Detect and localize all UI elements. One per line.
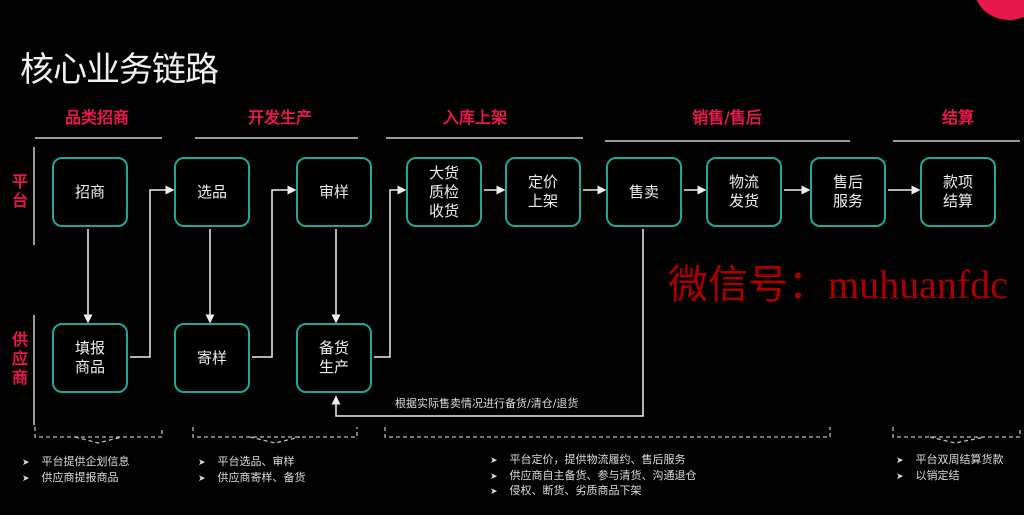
node-product-selection: 选品 [174,157,250,227]
bullet-item: 供应商自主备货、参与清货、沟通退仓 [490,469,697,485]
bullet-item: 平台提供企划信息 [22,455,130,471]
node-submit-products: 填报 商品 [52,323,128,393]
phase-sales: 销售/售后 [692,108,762,127]
bullets-recruitment: 平台提供企划信息 供应商提报商品 [22,455,130,486]
node-stock-production: 备货 生产 [296,323,372,393]
node-quality-inspection: 大货 质检 收货 [406,157,482,227]
role-platform: 平台 [11,172,28,210]
node-logistics: 物流 发货 [706,157,782,227]
watermark: 微信号：muhuanfdc [668,262,1008,307]
bullet-item: 供应商寄样、备货 [198,471,306,487]
bullet-item: 平台选品、审样 [198,455,306,471]
feedback-note: 根据实际售卖情况进行备货/清仓/退货 [395,397,579,410]
bullet-item: 侵权、断货、劣质商品下架 [490,484,697,500]
node-settlement: 款项 结算 [920,157,996,227]
slide-title: 核心业务链路 [20,50,219,90]
bullets-sales: 平台定价，提供物流履约、售后服务 供应商自主备货、参与清货、沟通退仓 侵权、断货… [490,453,697,500]
bullets-development: 平台选品、审样 供应商寄样、备货 [198,455,306,486]
phase-development: 开发生产 [247,108,313,127]
node-pricing-listing: 定价 上架 [505,157,581,227]
node-sample-review: 审样 [296,157,372,227]
phase-warehousing: 入库上架 [442,108,508,127]
node-after-sales: 售后 服务 [810,157,886,227]
bullet-item: 平台双周结算货款 [896,453,1004,469]
phase-category-recruitment: 品类招商 [64,108,130,127]
bullets-settlement: 平台双周结算货款 以销定结 [896,453,1004,484]
node-send-samples: 寄样 [174,323,250,393]
node-selling: 售卖 [606,157,682,227]
bullet-item: 平台定价，提供物流履约、售后服务 [490,453,697,469]
node-recruitment: 招商 [52,157,128,227]
role-supplier: 供应商 [11,330,28,387]
bullet-item: 以销定结 [896,469,1004,485]
phase-settlement: 结算 [941,108,975,127]
bullet-item: 供应商提报商品 [22,471,130,487]
